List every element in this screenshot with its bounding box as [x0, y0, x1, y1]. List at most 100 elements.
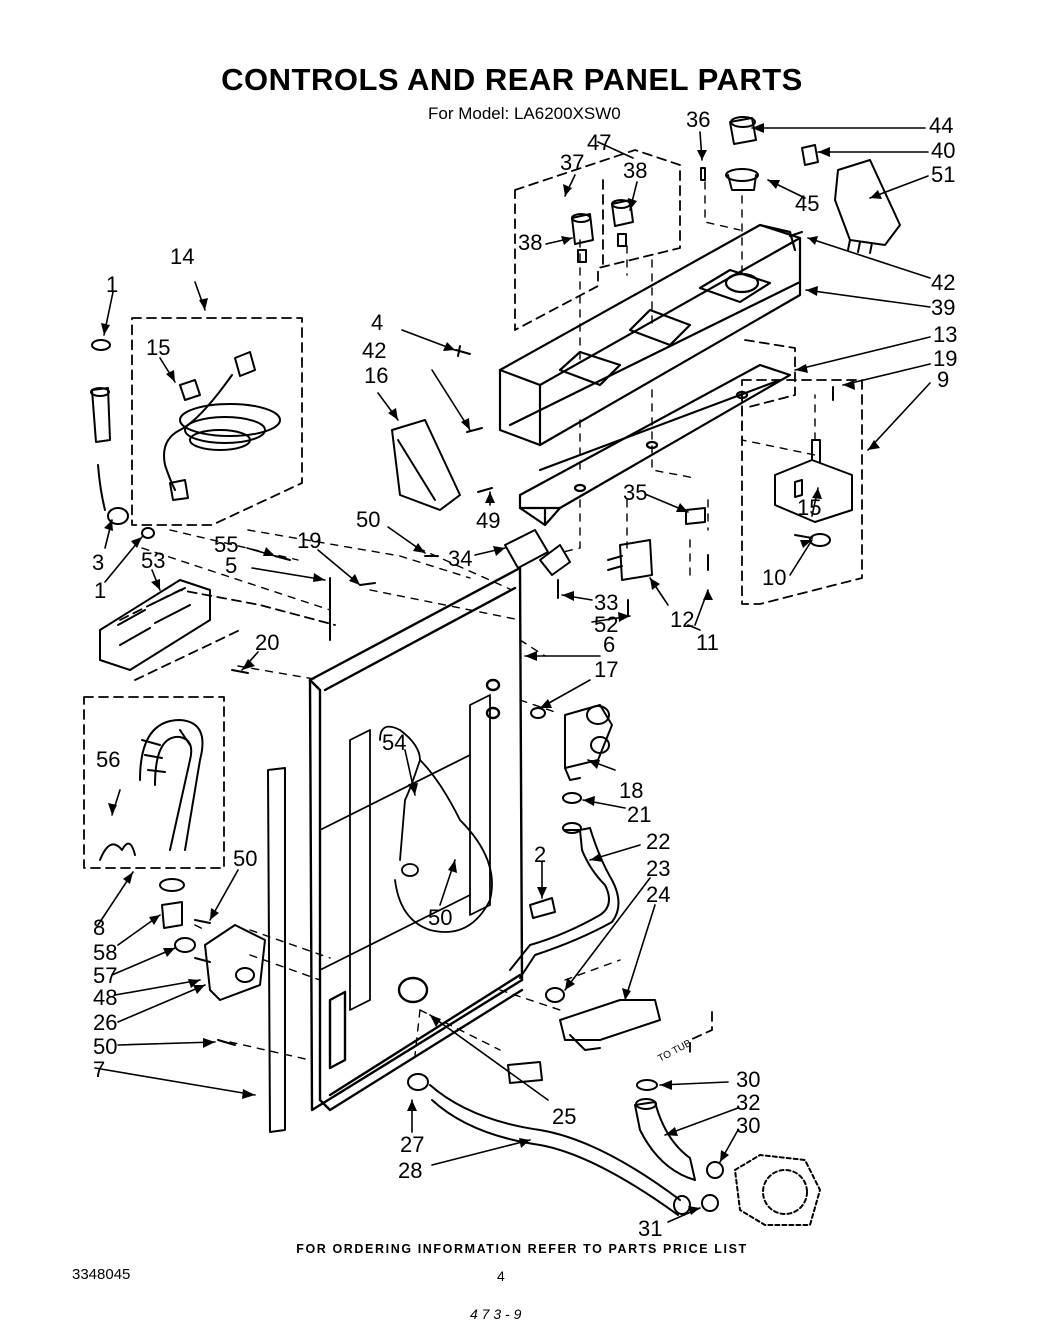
wire-harness-54 — [379, 725, 493, 933]
clamp-23 — [545, 987, 565, 1003]
timer-9 — [774, 439, 853, 523]
bezel-45 — [725, 168, 759, 191]
screw-4 — [455, 345, 471, 357]
callout-56: 56 — [96, 747, 120, 772]
clamp-27 — [407, 1073, 429, 1091]
callout-15-right: 15 — [797, 495, 821, 520]
rear-panel-6 — [308, 566, 524, 1112]
screw-42-top — [789, 231, 803, 237]
grommet-1-top — [91, 339, 111, 351]
tub-hose-32 — [634, 1079, 696, 1181]
callout-36: 36 — [686, 107, 710, 132]
handwritten-note: 4 7 3 - 9 — [470, 1306, 522, 1322]
callout-50-pump: 50 — [233, 846, 257, 871]
callout-12: 12 — [670, 607, 694, 632]
callout-50-bottom: 50 — [93, 1034, 117, 1059]
callout-49: 49 — [476, 508, 500, 533]
pump-assembly — [734, 1154, 821, 1226]
screw-36 — [700, 167, 706, 181]
callout-32: 32 — [736, 1090, 760, 1115]
callout-51: 51 — [931, 162, 955, 187]
callout-19-right: 19 — [933, 346, 957, 371]
inlet-3 — [90, 387, 129, 525]
callout-9: 9 — [937, 367, 949, 392]
hose-parts-58-57-8 — [159, 878, 196, 953]
screw-42-left — [466, 427, 483, 433]
end-cap-16 — [391, 419, 461, 511]
callout-26: 26 — [93, 1010, 117, 1035]
washer-21 — [562, 792, 582, 804]
dashed-assembly-lines — [141, 167, 816, 1061]
callout-52: 52 — [594, 612, 618, 637]
to-tub-label: TO TUB — [656, 1038, 694, 1065]
callout-30-bottom: 30 — [736, 1113, 760, 1138]
tub-dashed-line — [689, 1011, 713, 1056]
screws-11-52 — [557, 554, 709, 616]
document-number: 3348045 — [72, 1266, 131, 1283]
water-valve-18 — [564, 704, 613, 781]
model-subtitle: For Model: LA6200XSW0 — [428, 104, 621, 123]
group-box-13 — [744, 339, 796, 409]
group-box-53b — [134, 629, 241, 681]
callout-48: 48 — [93, 985, 117, 1010]
control-console-39 — [498, 223, 802, 447]
callout-17: 17 — [594, 657, 618, 682]
callout-50-panel: 50 — [428, 905, 452, 930]
group-box-14 — [131, 317, 303, 526]
callout-38-right: 38 — [623, 158, 647, 183]
callout-23: 23 — [646, 856, 670, 881]
callout-15-left: 15 — [146, 335, 170, 360]
callout-47: 47 — [587, 130, 611, 155]
switch-12 — [607, 539, 653, 581]
callout-8: 8 — [93, 915, 105, 940]
capacitor-34 — [504, 529, 549, 569]
callout-labels: 44 40 51 45 36 47 37 38 38 42 39 13 19 9… — [92, 107, 957, 1241]
ordering-note: FOR ORDERING INFORMATION REFER TO PARTS … — [296, 1242, 748, 1256]
callout-44: 44 — [929, 113, 953, 138]
callout-3: 3 — [92, 550, 104, 575]
group-box-56 — [83, 696, 225, 869]
arrowheads — [101, 123, 882, 1215]
cord-strain-15 — [179, 379, 201, 401]
callout-1-top: 1 — [106, 272, 118, 297]
callout-31: 31 — [638, 1216, 662, 1241]
callout-11: 11 — [696, 630, 719, 655]
callout-21: 21 — [627, 802, 651, 827]
bracket-53 — [99, 579, 211, 671]
power-cord-14 — [163, 351, 281, 501]
callout-24: 24 — [646, 882, 670, 907]
callout-57: 57 — [93, 963, 117, 988]
nozzle-24 — [559, 999, 661, 1051]
callout-42-left: 42 — [362, 338, 386, 363]
clamp-17 — [530, 707, 546, 719]
panel-ribs — [319, 694, 491, 1011]
callout-5: 5 — [225, 553, 237, 578]
clip-35 — [685, 507, 706, 525]
callout-22: 22 — [646, 829, 670, 854]
end-cap-51 — [834, 159, 901, 254]
callout-53: 53 — [141, 548, 165, 573]
callout-34: 34 — [448, 546, 472, 571]
callout-58: 58 — [93, 940, 117, 965]
knob-38-left — [571, 213, 594, 263]
knob-44 — [729, 116, 757, 145]
pump-bracket-26 — [194, 924, 266, 1001]
grommet-1-bottom — [141, 527, 155, 539]
screws-5-55-19 — [274, 555, 439, 641]
callout-13: 13 — [933, 322, 957, 347]
callout-33: 33 — [594, 590, 618, 615]
callout-14: 14 — [170, 244, 194, 269]
callout-38-left: 38 — [518, 230, 542, 255]
callout-39: 39 — [931, 295, 955, 320]
callout-7: 7 — [93, 1057, 105, 1082]
callout-10: 10 — [762, 565, 786, 590]
callout-25: 25 — [552, 1104, 576, 1129]
clip-2 — [529, 897, 556, 919]
callout-4: 4 — [371, 310, 383, 335]
leader-lines — [94, 127, 931, 1223]
dashed-group-boxes — [83, 149, 863, 1056]
callout-55: 55 — [214, 532, 238, 557]
screw-20 — [231, 669, 249, 674]
fill-hose-22 — [509, 822, 620, 979]
